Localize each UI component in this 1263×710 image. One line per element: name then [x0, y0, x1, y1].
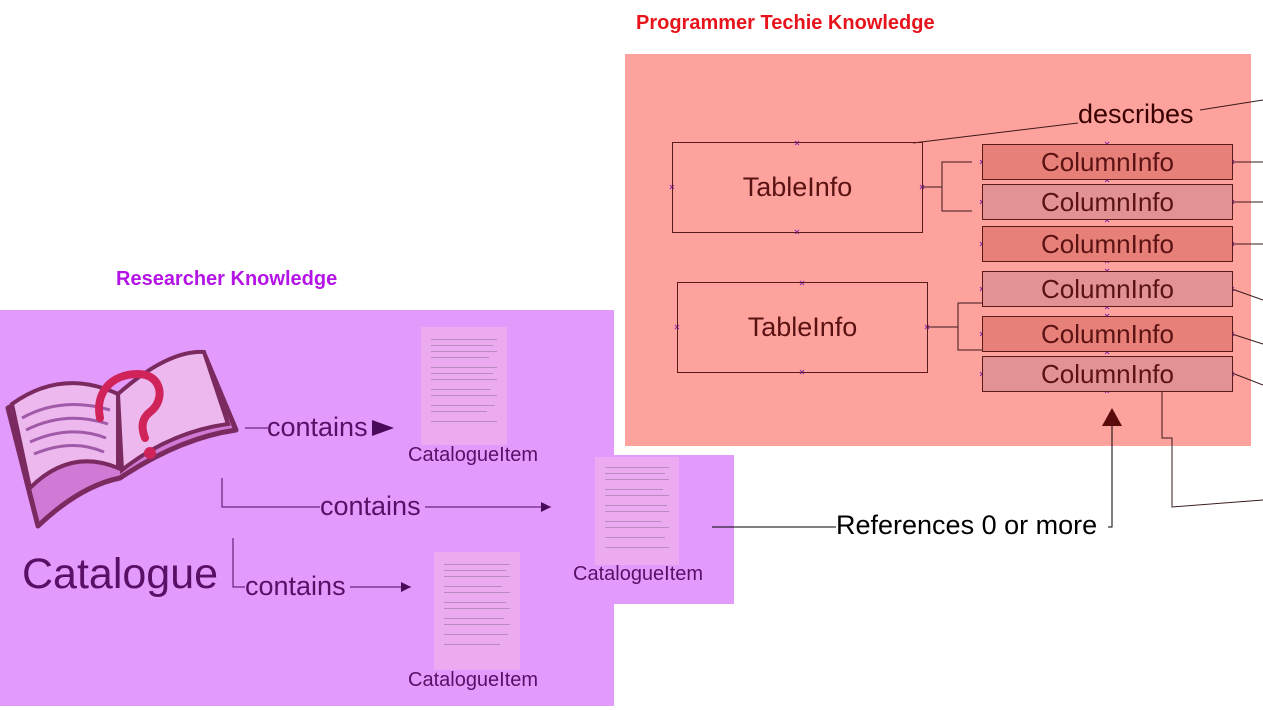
column-info-box: ColumnInfo: [982, 144, 1233, 180]
column-info-box: ColumnInfo: [982, 356, 1233, 392]
researcher-knowledge-title: Researcher Knowledge: [116, 268, 338, 290]
contains-label: contains: [320, 491, 421, 521]
catalogue-label: Catalogue: [22, 550, 219, 598]
document-icon: [595, 457, 679, 565]
document-icon: [421, 327, 507, 445]
column-info-box: ColumnInfo: [982, 184, 1233, 220]
book-question-icon: [5, 349, 239, 529]
contains-label: contains: [245, 571, 346, 601]
catalogue-item-label: CatalogueItem: [408, 444, 539, 466]
references-label: References 0 or more: [836, 510, 1098, 540]
document-icon: [434, 552, 520, 670]
column-info-box: ColumnInfo: [982, 316, 1233, 352]
column-info-box: ColumnInfo: [982, 271, 1233, 307]
table-info-box: TableInfo: [672, 142, 923, 233]
describes-label: describes: [1078, 99, 1194, 129]
contains-label: contains: [267, 412, 368, 442]
catalogue-item-label: CatalogueItem: [408, 669, 539, 691]
programmer-knowledge-title: Programmer Techie Knowledge: [636, 12, 935, 34]
column-info-box: ColumnInfo: [982, 226, 1233, 262]
catalogue-item-label: CatalogueItem: [573, 563, 704, 585]
table-info-box: TableInfo: [677, 282, 928, 373]
